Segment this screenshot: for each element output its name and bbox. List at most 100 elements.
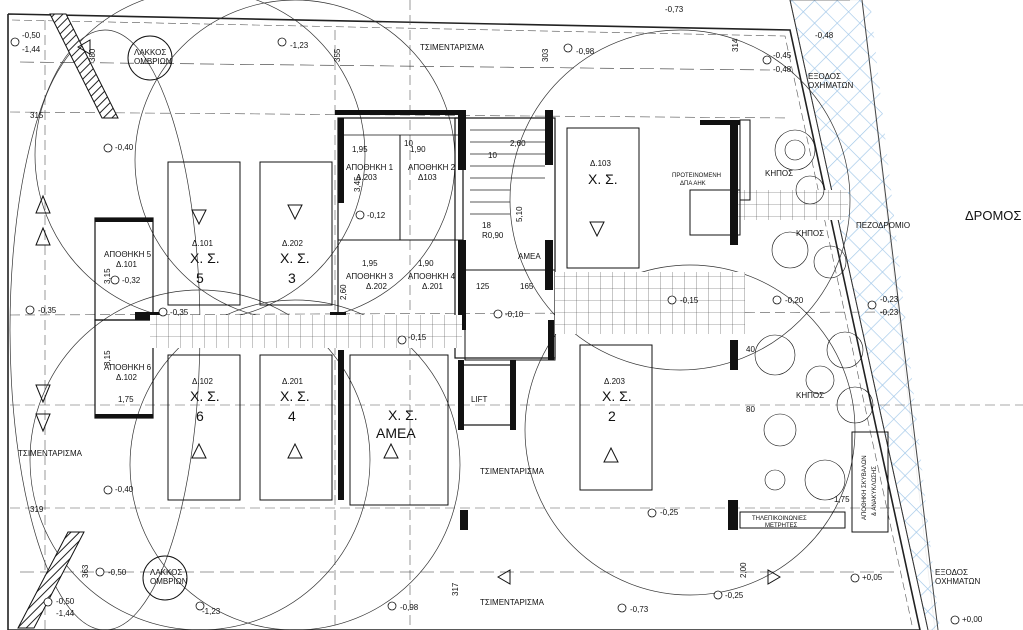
storage-1-code: Δ.203 <box>356 173 377 182</box>
vehicle-exit-top-2: ΟΧΗΜΑΤΩΝ <box>808 81 853 90</box>
level-25: -0,50 <box>108 568 127 577</box>
level-3: -0,98 <box>576 47 595 56</box>
parking-4-code: Δ.201 <box>282 377 303 386</box>
level-15: -0,15 <box>680 296 699 305</box>
parking-2-label: Χ. Σ. <box>280 250 310 266</box>
dim-2: 355 <box>333 48 342 62</box>
parking-2-num: 3 <box>288 270 296 286</box>
road-label: ΔΡΟΜΟΣ <box>965 208 1021 223</box>
dim-27: 1,75 <box>834 495 850 504</box>
level-18: -0,23 <box>880 308 899 317</box>
parking-3-label: Χ. Σ. <box>190 388 220 404</box>
level-19: -0,40 <box>115 485 134 494</box>
meters-note-2: ΜΕΤΡΗΤΕΣ <box>765 523 798 529</box>
vehicle-exit-bottom-2: ΟΧΗΜΑΤΩΝ <box>935 577 980 586</box>
rain-pit-bottom-1: ΛΑΚΚΟΣ <box>150 568 182 577</box>
level-markers: -0,50 -1,44 -1,23 -0,98 -0,73 -0,48 -0,4… <box>22 5 983 624</box>
dim-8: 1,95 <box>352 145 368 154</box>
dim-20: 18 <box>482 221 491 230</box>
parking-1-label: Χ. Σ. <box>190 250 220 266</box>
level-14: -0,10 <box>505 310 524 319</box>
site-boundary <box>7 13 921 630</box>
concrete-label-4: ΤΣΙΜΕΝΤΑΡΙΣΜΑ <box>480 598 545 607</box>
sidewalk-label: ΠΕΖΟΔΡΟΜΙΟ <box>856 221 910 230</box>
dim-13: 1,90 <box>418 259 434 268</box>
rain-pit-hatch-bottom <box>17 531 85 629</box>
parking-6-code: Δ.103 <box>590 159 611 168</box>
dim-1: 315 <box>30 111 44 120</box>
storage-3-name: ΑΠΟΘΗΚΗ 3 <box>346 272 394 281</box>
rain-pit-top-2: ΟΜΒΡΙΩΝ <box>134 57 172 66</box>
level-12: -0,12 <box>367 211 386 220</box>
storage-2-name: ΑΠΟΘΗΚΗ 2 <box>408 163 456 172</box>
parking-5-label: Χ. Σ. <box>388 407 418 423</box>
concrete-label-3: ΤΣΙΜΕΝΤΑΡΙΣΜΑ <box>480 467 545 476</box>
level-17: -0,23 <box>880 295 899 304</box>
level-21: -0,25 <box>725 591 744 600</box>
storage-2-code: Δ103 <box>418 173 437 182</box>
level-6: -0,45 <box>773 51 792 60</box>
dim-28: 2,00 <box>739 562 748 578</box>
concrete-label-2: ΤΣΙΜΕΝΤΑΡΙΣΜΑ <box>18 449 83 458</box>
parking-3-code: Δ.102 <box>192 377 213 386</box>
dim-16: 3,15 <box>103 268 112 284</box>
rain-pit-top-1: ΛΑΚΚΟΣ <box>134 48 166 57</box>
level-9: -0,32 <box>122 276 141 285</box>
storage-4-name: ΑΠΟΘΗΚΗ 4 <box>408 272 456 281</box>
dim-11: 3,45 <box>353 176 362 192</box>
parking-6-label: Χ. Σ. <box>588 171 618 187</box>
parking-3-num: 6 <box>196 408 204 424</box>
parking-spaces: Δ.101 Χ. Σ. 5 Δ.202 Χ. Σ. 3 Δ.102 Χ. Σ. … <box>190 159 632 441</box>
dim-15: 165 <box>520 282 534 291</box>
dim-26: 80 <box>746 405 755 414</box>
dim-10: 2,60 <box>510 139 526 148</box>
dim-19: 2,60 <box>339 284 348 300</box>
level-27: -1,44 <box>56 609 75 618</box>
garden-label-2: ΚΗΠΟΣ <box>796 229 824 238</box>
parking-2-code: Δ.202 <box>282 239 303 248</box>
meters-note-1: ΤΗΛΕΠΙΚΟΙΝΩΝΙΕΣ <box>752 516 807 522</box>
parking-1-code: Δ.101 <box>192 239 213 248</box>
dim-7: 317 <box>451 582 460 596</box>
parking-1-num: 5 <box>196 270 204 286</box>
vehicle-exit-bottom-1: ΕΞΟΔΟΣ <box>935 568 968 577</box>
dim-25: 40 <box>746 345 755 354</box>
dimensions: 380 315 355 303 314 319 363 317 1,95 1,9… <box>30 38 850 596</box>
dim-3: 303 <box>541 48 550 62</box>
dim-0: 380 <box>88 48 97 62</box>
level-22: -0,73 <box>630 605 649 614</box>
dim-22: 5,10 <box>515 206 524 222</box>
level-26: -0,50 <box>56 597 75 606</box>
parking-7-code: Δ.203 <box>604 377 625 386</box>
dim-17: 3,15 <box>103 350 112 366</box>
level-20: -0,25 <box>660 508 679 517</box>
dim-23: 10 <box>404 139 413 148</box>
storage-6-code: Δ.102 <box>116 373 137 382</box>
level-29: +0,00 <box>962 615 983 624</box>
amea-label: ΑΜΕΑ <box>518 252 541 261</box>
parking-7-num: 2 <box>608 408 616 424</box>
storage-5-code: Δ.101 <box>116 260 137 269</box>
vehicle-exit-top-1: ΕΞΟΔΟΣ <box>808 72 841 81</box>
dim-4: 314 <box>731 38 740 52</box>
level-16: -0,20 <box>785 296 804 305</box>
level-28: +0,05 <box>862 573 883 582</box>
ramp-note-2: ΔΠΑ ΑΗΚ <box>680 181 706 187</box>
level-0: -0,50 <box>22 31 41 40</box>
dim-14: 125 <box>476 282 490 291</box>
parking-4-num: 4 <box>288 408 296 424</box>
paving-grid-right <box>555 272 745 334</box>
dim-18: 1,75 <box>118 395 134 404</box>
level-7: -0,48 <box>773 65 792 74</box>
dim-24: 10 <box>488 151 497 160</box>
waste-storage-2: & ΑΝΑΚΥΚΛΩΣΗΣ <box>872 466 878 516</box>
dim-21: R0,90 <box>482 231 504 240</box>
ramp-note-1: ΠΡΟΤΕΙΝΟΜΕΝΗ <box>672 173 721 179</box>
level-10: -0,35 <box>38 306 57 315</box>
level-1: -1,44 <box>22 45 41 54</box>
storage-5-name: ΑΠΟΘΗΚΗ 5 <box>104 250 152 259</box>
dim-6: 363 <box>81 564 90 578</box>
rain-pit-bottom-2: ΟΜΒΡΙΩΝ <box>150 577 188 586</box>
storage-3-code: Δ.202 <box>366 282 387 291</box>
